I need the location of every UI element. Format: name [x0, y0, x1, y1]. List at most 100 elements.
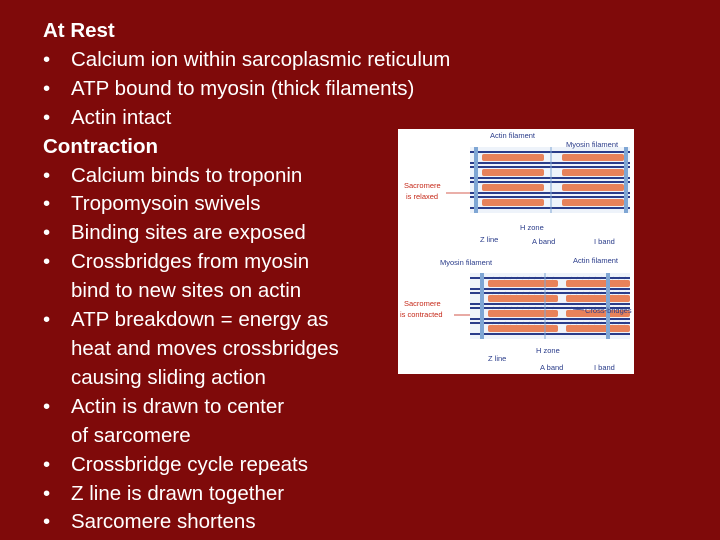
- myosin-filament: [566, 295, 630, 302]
- cross-bridge: [539, 291, 543, 295]
- rest-list: • Calcium ion within sarcoplasmic reticul…: [43, 46, 563, 133]
- cross-bridge: [593, 276, 597, 280]
- z-line: [474, 147, 478, 213]
- bullet-line: ATP bound to myosin (thick filaments): [71, 76, 415, 100]
- myosin-filament: [562, 154, 624, 161]
- contraction-bullet-item: •Sarcomere shortens: [43, 508, 563, 537]
- myosin-filament-label-contracted: Myosin filament: [440, 258, 493, 267]
- bullet-dot: •: [43, 250, 51, 274]
- bullet-line: causing sliding action: [71, 365, 266, 389]
- cross-bridge: [617, 276, 621, 280]
- cross-bridge: [509, 321, 513, 325]
- cross-bridge: [581, 306, 585, 310]
- actin-filament: [470, 303, 630, 305]
- cross-bridge: [527, 291, 531, 295]
- cross-bridge: [533, 276, 537, 280]
- myosin-filament: [562, 184, 624, 191]
- cross-bridge: [587, 306, 591, 310]
- cross-bridge: [623, 291, 627, 295]
- contraction-list: •Calcium binds to troponin•Tropomysoin s…: [43, 162, 563, 538]
- bullet-line: ATP breakdown = energy as: [71, 308, 329, 332]
- bullet-dot: •: [43, 105, 51, 129]
- bullet-line: Actin intact: [71, 105, 172, 129]
- a-band-label: A band: [532, 237, 555, 246]
- cross-bridge: [617, 306, 621, 310]
- actin-filament: [470, 318, 630, 320]
- actin-filament: [470, 277, 630, 279]
- cross-bridges-label: Cross-bridges: [585, 306, 632, 315]
- cross-bridge: [569, 291, 573, 295]
- myosin-filament: [482, 169, 544, 176]
- actin-filament-label: Actin filament: [490, 131, 536, 140]
- myosin-filament: [482, 199, 544, 206]
- cross-bridge: [503, 276, 507, 280]
- z-line: [606, 273, 610, 339]
- cross-bridge: [515, 276, 519, 280]
- bullet-dot: •: [43, 510, 51, 534]
- cross-bridge: [497, 276, 501, 280]
- bullet-line: bind to new sites on actin: [71, 279, 302, 303]
- contraction-bullet-item: •Binding sites are exposed: [43, 219, 563, 248]
- cross-bridge: [599, 321, 603, 325]
- cross-bridge: [527, 306, 531, 310]
- contraction-bullet-item: •Tropomysoin swivels: [43, 190, 563, 219]
- cross-bridge: [545, 276, 549, 280]
- z-line: [480, 273, 484, 339]
- z-line-label: Z line: [480, 235, 498, 244]
- cross-bridge: [491, 276, 495, 280]
- cross-bridge: [509, 276, 513, 280]
- a-band-label-contracted: A band: [540, 363, 563, 372]
- cross-bridge: [611, 276, 615, 280]
- cross-bridge: [623, 306, 627, 310]
- actin-filament: [470, 288, 630, 290]
- cross-bridge: [623, 276, 627, 280]
- i-band-label-contracted: I band: [594, 363, 615, 372]
- myosin-filament: [488, 325, 558, 332]
- sarcomere-relaxed-label-1: Sacromere: [404, 181, 441, 190]
- cross-bridge: [599, 306, 603, 310]
- bullet-line: Calcium ion within sarcoplasmic reticulu…: [71, 47, 451, 71]
- cross-bridge: [545, 291, 549, 295]
- cross-bridge: [551, 276, 555, 280]
- cross-bridge: [611, 291, 615, 295]
- bullet-dot: •: [43, 308, 51, 332]
- bullet-dot: •: [43, 47, 51, 71]
- cross-bridge: [593, 306, 597, 310]
- cross-bridge: [575, 306, 579, 310]
- bullet-line: Actin is drawn to center: [71, 394, 285, 418]
- cross-bridge: [491, 321, 495, 325]
- cross-bridge: [509, 306, 513, 310]
- cross-bridge: [491, 291, 495, 295]
- myosin-filament: [562, 199, 624, 206]
- cross-bridge: [527, 276, 531, 280]
- actin-filament: [470, 166, 630, 168]
- actin-filament: [470, 162, 630, 164]
- cross-bridge: [575, 291, 579, 295]
- pointer-line: [572, 308, 585, 311]
- cross-bridge: [569, 306, 573, 310]
- cross-bridge: [581, 321, 585, 325]
- cross-bridge: [587, 291, 591, 295]
- actin-filament: [470, 196, 630, 198]
- bullet-line: Z line is drawn together: [71, 481, 285, 505]
- cross-bridge: [503, 291, 507, 295]
- bullet-dot: •: [43, 76, 51, 100]
- cross-bridge: [545, 306, 549, 310]
- myosin-filament: [488, 295, 558, 302]
- myosin-filament: [488, 280, 558, 287]
- cross-bridge: [521, 306, 525, 310]
- bullet-line: Binding sites are exposed: [71, 221, 306, 245]
- rest-bullet-item: • ATP bound to myosin (thick filaments): [43, 75, 563, 104]
- cross-bridge: [551, 291, 555, 295]
- bullet-line: heat and moves crossbridges: [71, 336, 339, 360]
- h-zone-label: H zone: [520, 223, 544, 232]
- contraction-bullet-item: • ATP breakdown = energy as heat and moves…: [43, 306, 563, 393]
- relaxed-sarcomere-panel: [470, 147, 630, 213]
- contraction-bullet-item: •Z line is drawn together: [43, 480, 563, 509]
- bullet-dot: •: [43, 163, 51, 187]
- myosin-filament: [482, 184, 544, 191]
- myosin-filament: [562, 169, 624, 176]
- actin-filament: [470, 292, 630, 294]
